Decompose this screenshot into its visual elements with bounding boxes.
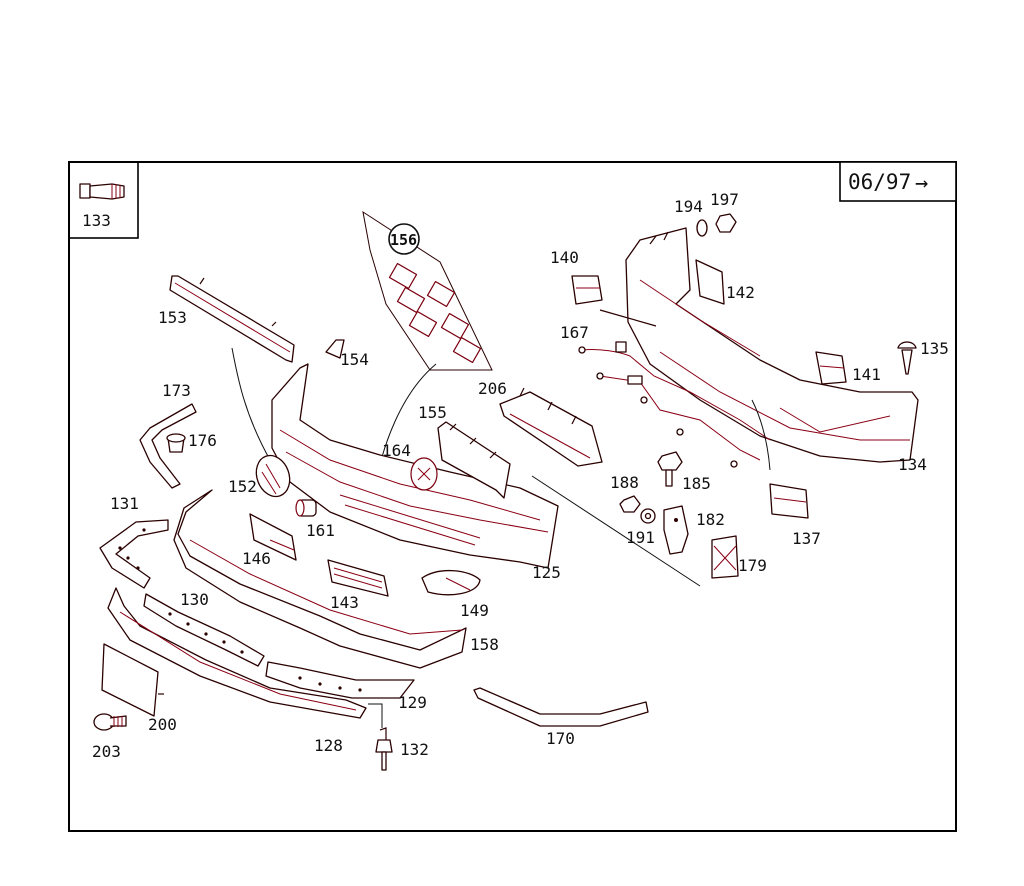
label-206: 206 — [478, 379, 507, 398]
part-179-bracket — [711, 535, 739, 579]
label-200: 200 — [148, 715, 177, 734]
label-132: 132 — [400, 740, 429, 759]
part-182-bracket — [663, 505, 689, 555]
leader-140 — [599, 309, 657, 327]
label-143: 143 — [330, 593, 359, 612]
part-133-clip — [79, 183, 125, 200]
diagram-frame — [68, 161, 957, 832]
arrow-right-icon: → — [915, 171, 928, 196]
label-197: 197 — [710, 190, 739, 209]
label-203: 203 — [92, 742, 121, 761]
label-188: 188 — [610, 473, 639, 492]
part-135-push-pin — [897, 341, 917, 375]
date-text: 06/97 — [848, 170, 911, 194]
label-129: 129 — [398, 693, 427, 712]
part-155-bracket — [437, 421, 511, 499]
part-203-screw — [93, 713, 127, 731]
label-194: 194 — [674, 197, 703, 216]
part-170-trim-strip — [473, 687, 649, 727]
label-155: 155 — [418, 403, 447, 422]
part-137-bracket — [769, 483, 809, 519]
leader-153 — [231, 347, 271, 461]
part-153-trim-strip — [169, 275, 295, 363]
label-141: 141 — [852, 365, 881, 384]
part-130-trim-strip — [143, 593, 265, 667]
date-box: 06/97 → — [839, 161, 957, 202]
label-167: 167 — [560, 323, 589, 342]
part-156-grille-inserts — [362, 210, 493, 371]
part-128-apron — [107, 587, 367, 719]
part-185-bolt — [657, 451, 683, 487]
label-130: 130 — [180, 590, 209, 609]
part-125-bumper-cover — [271, 363, 559, 569]
part-158-spoiler — [173, 489, 467, 669]
part-173-trim — [139, 403, 197, 489]
label-170: 170 — [546, 729, 575, 748]
part-206-bracket-rail — [499, 387, 603, 467]
inset-box — [68, 161, 139, 239]
part-146-cover — [249, 513, 297, 561]
part-161-nut — [295, 499, 317, 517]
label-146: 146 — [242, 549, 271, 568]
leader-rail — [531, 475, 701, 587]
label-164: 164 — [382, 441, 411, 460]
label-153: 153 — [158, 308, 187, 327]
part-200-license-plate — [101, 643, 164, 717]
label-125: 125 — [532, 563, 561, 582]
label-191: 191 — [626, 528, 655, 547]
label-158: 158 — [470, 635, 499, 654]
label-131: 131 — [110, 494, 139, 513]
leader-132 — [368, 703, 383, 728]
part-142-bracket — [695, 259, 725, 305]
label-176: 176 — [188, 431, 217, 450]
label-152: 152 — [228, 477, 257, 496]
label-137: 137 — [792, 529, 821, 548]
part-152-fog-lamp — [255, 454, 291, 498]
label-154: 154 — [340, 350, 369, 369]
label-133: 133 — [82, 211, 111, 230]
part-129-trim-strip — [265, 661, 415, 699]
label-140: 140 — [550, 248, 579, 267]
label-185: 185 — [682, 474, 711, 493]
part-188-nut — [619, 495, 641, 513]
label-128: 128 — [314, 736, 343, 755]
part-140-bracket — [571, 275, 603, 305]
part-132-rivet — [375, 727, 393, 771]
part-134-rear-bumper — [625, 227, 919, 463]
part-176-bushing — [166, 433, 186, 453]
part-131-bracket — [99, 519, 169, 589]
label-161: 161 — [306, 521, 335, 540]
part-194-washer — [696, 219, 708, 237]
label-173: 173 — [162, 381, 191, 400]
label-182: 182 — [696, 510, 725, 529]
label-156: 156 — [390, 231, 417, 249]
part-197-nut — [715, 213, 737, 233]
label-179: 179 — [738, 556, 767, 575]
part-154-clip — [325, 339, 345, 359]
label-142: 142 — [726, 283, 755, 302]
part-labels: 133 156 125 128 129 130 131 132 134 135 … — [82, 190, 949, 761]
part-149-cover — [421, 569, 481, 596]
part-143-grille-insert — [327, 559, 389, 597]
label-134: 134 — [898, 455, 927, 474]
label-135: 135 — [920, 339, 949, 358]
part-141-bracket — [815, 351, 847, 385]
part-191-washer — [640, 508, 656, 524]
leader-137 — [751, 399, 771, 471]
label-149: 149 — [460, 601, 489, 620]
part-167-wiring-harness — [578, 341, 771, 468]
